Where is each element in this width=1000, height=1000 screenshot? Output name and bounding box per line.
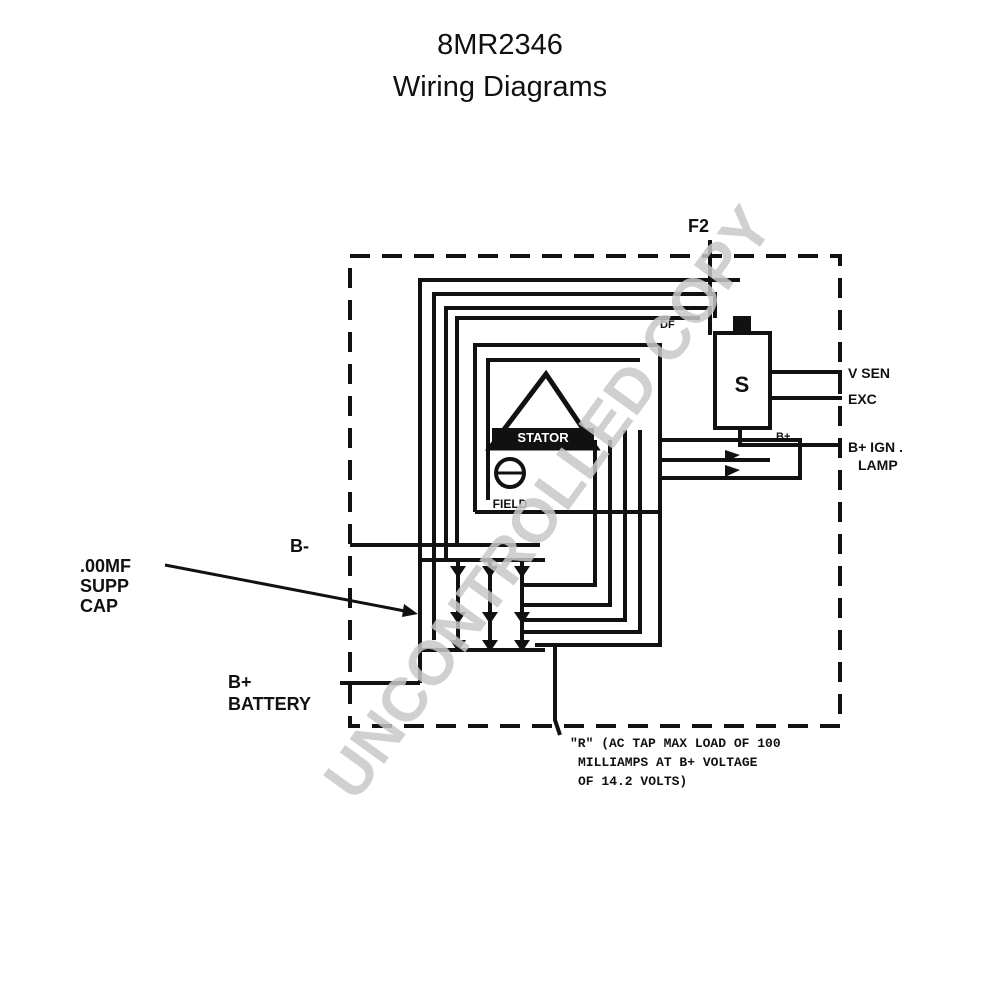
diode-1a [450,566,466,578]
diode-3a [514,566,530,578]
supp-cap-label-3: CAP [80,596,118,616]
wire-loop-outer [418,278,740,640]
diode-trio-2 [725,465,740,477]
wire-loop-5 [520,440,597,587]
lamp-label: LAMP [858,457,898,473]
diode-3c [514,640,530,652]
diode-2b [482,612,498,624]
b-plus-battery-label-1: B+ [228,672,252,692]
supp-cap-label-1: .00MF [80,556,131,576]
b-plus-small-label: B+ [776,431,790,443]
stator-label: STATOR [517,430,569,445]
supp-cap-arrow [402,604,418,617]
r-tap-note-1: "R" (AC TAP MAX LOAD OF 100 [570,736,781,751]
diode-1c [450,640,466,652]
stator-frame [473,343,662,514]
diode-3b [514,612,530,624]
wire-loop-8 [520,430,642,634]
regulator-box [713,331,772,430]
internal-wiring [340,240,842,736]
wire-loop-2 [432,292,717,640]
b-minus-label: B- [290,536,309,556]
diode-1b [450,612,466,624]
diode-2a [482,566,498,578]
f2-label: F2 [688,216,709,236]
b-plus-battery-label-2: BATTERY [228,694,311,714]
wire-loop-7 [520,430,627,622]
uncontrolled-copy-watermark: UNCONTROLLED COPY [311,194,786,811]
wire-loop-3 [444,306,712,560]
b-plus-ign-lead [738,430,842,447]
b-plus-ign-label: B+ IGN . [848,439,903,455]
r-tap-lead [553,645,562,736]
df-label: DF [660,319,675,331]
supp-cap-label-2: SUPP [80,576,129,596]
v-sen-label: V SEN [848,365,890,381]
supp-cap-leader [164,563,411,614]
regulator-label: S [735,372,750,397]
wire-loop-6 [520,440,612,607]
stator-label-bar [492,428,594,446]
page-subtitle: Wiring Diagrams [392,71,608,103]
r-tap-note-3: OF 14.2 VOLTS) [578,774,687,789]
wire-loop-9 [535,512,662,647]
regulator-terminal [733,316,751,334]
r-tap-note-2: MILLIAMPS AT B+ VOLTAGE [578,755,758,770]
rectifier-diodes [450,450,740,652]
stator-inner-frame [486,358,640,500]
diode-trio-bus [660,438,802,480]
part-number-title: 8MR2346 [437,29,563,61]
diode-2c [482,640,498,652]
field-label: FIELD [493,497,528,511]
exc-label: EXC [848,391,877,407]
diode-trio-1 [725,450,740,462]
wire-loop-4 [455,316,700,545]
